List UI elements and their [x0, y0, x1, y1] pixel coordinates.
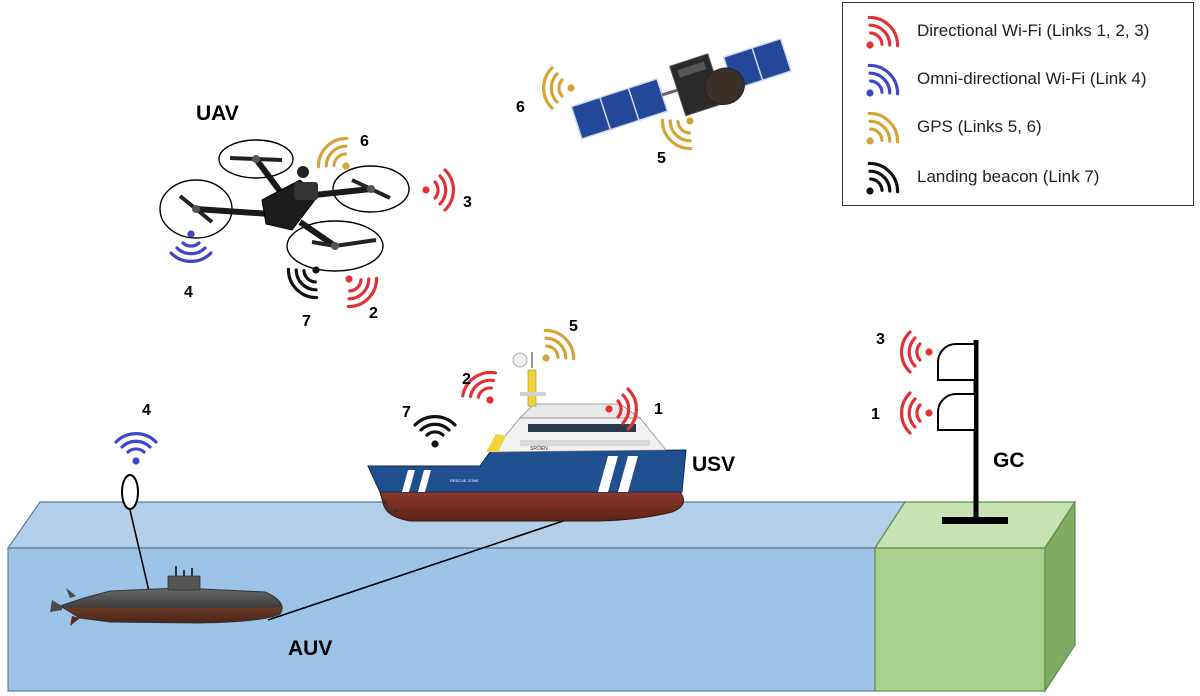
link-number-usv-beacon: 7	[402, 404, 411, 421]
uav-landing-beacon-icon	[280, 251, 335, 306]
uav-label: UAV	[196, 102, 239, 125]
legend-item-landing-beacon: Landing beacon (Link 7)	[857, 155, 1099, 199]
link-number-sat-uav: 6	[516, 99, 525, 116]
link-number-uav-beacon: 7	[302, 313, 311, 330]
uav-directional-wifi-to-gc-icon	[420, 168, 456, 212]
ground-side	[1044, 499, 1076, 694]
auv-buoy-tether	[129, 509, 153, 605]
legend-item-omni-wifi: Omni-directional Wi-Fi (Link 4)	[857, 57, 1147, 101]
buoy-omni-wifi-icon	[114, 431, 158, 467]
gc-directional-wifi-bottom-icon	[899, 391, 935, 435]
link-number-uav-to-usv: 2	[369, 305, 378, 322]
ship-name-text: SRÖEN	[530, 445, 548, 452]
auv-label: AUV	[288, 637, 332, 660]
landing-beacon-icon	[857, 155, 903, 199]
link-number-usv-gps: 5	[569, 318, 578, 335]
link-number-gc-top: 3	[876, 331, 885, 348]
legend-item-gps: GPS (Links 5, 6)	[857, 105, 1042, 149]
usv-landing-beacon-icon	[413, 414, 457, 450]
link-number-usv-to-uav: 2	[462, 371, 471, 388]
ground-control-station	[899, 330, 1008, 524]
usv-label: USV	[692, 453, 735, 476]
link-number-auv-omni: 4	[142, 402, 151, 419]
legend-label: GPS (Links 5, 6)	[917, 117, 1042, 136]
legend-label: Omni-directional Wi-Fi (Link 4)	[917, 69, 1147, 88]
gc-antenna-top	[937, 343, 974, 381]
legend-item-directional-wifi: Directional Wi-Fi (Links 1, 2, 3)	[857, 9, 1149, 53]
link-number-uav-omni: 4	[184, 284, 193, 301]
auv-surface-buoy	[121, 474, 139, 510]
link-number-uav-gps: 6	[360, 133, 369, 150]
legend-label: Directional Wi-Fi (Links 1, 2, 3)	[917, 21, 1150, 40]
gc-base-plate	[942, 517, 1008, 524]
usv-ship: SRÖEN RESCUE ZONE	[367, 352, 687, 522]
gps-satellite	[570, 37, 793, 140]
ship-hull-text: RESCUE ZONE	[450, 478, 479, 483]
link-number-gc-bottom: 1	[871, 406, 880, 423]
auv-submarine	[50, 566, 283, 626]
uav-gps-signal-icon	[310, 130, 365, 185]
satellite-gps-to-uav-icon	[541, 66, 577, 110]
wifi-omni-icon	[857, 57, 903, 101]
legend-label: Landing beacon (Link 7)	[917, 167, 1100, 186]
gc-directional-wifi-top-icon	[899, 330, 935, 374]
link-number-usv-to-gc: 1	[654, 401, 663, 418]
ground-front	[874, 547, 1046, 692]
gc-antenna-bottom	[937, 393, 974, 431]
wifi-directional-icon	[857, 9, 903, 53]
uav-omni-wifi-icon	[169, 228, 213, 264]
legend-box: Directional Wi-Fi (Links 1, 2, 3) Omni-d…	[842, 2, 1194, 206]
link-number-uav-to-gc: 3	[463, 194, 472, 211]
ground-block	[873, 499, 1077, 694]
link-number-sat-usv: 5	[657, 150, 666, 167]
uav-drone	[159, 139, 410, 272]
auv-usv-tether	[267, 511, 591, 621]
gc-label: GC	[993, 449, 1025, 472]
gps-signal-icon	[857, 105, 903, 149]
